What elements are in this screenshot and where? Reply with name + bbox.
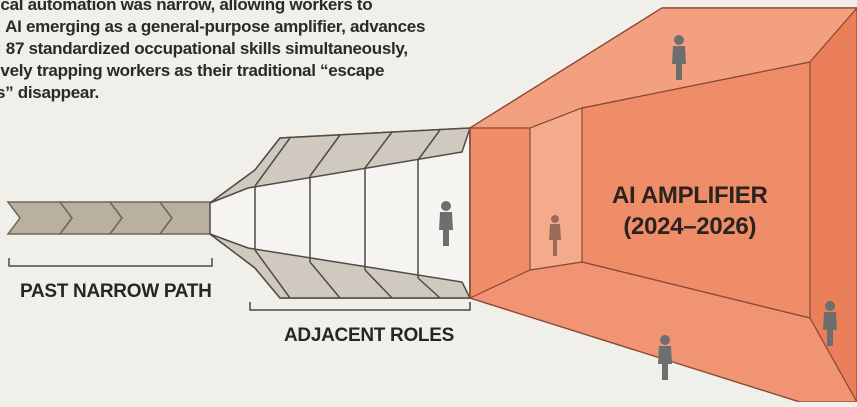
person-icon bbox=[823, 301, 837, 346]
adjacent-roles-funnel bbox=[209, 127, 472, 299]
intro-line: : AI emerging as a general-purpose ampli… bbox=[0, 17, 426, 36]
funnel-rib bbox=[364, 131, 393, 169]
intro-line: ical automation was narrow, allowing wor… bbox=[0, 0, 373, 14]
chevron-arrow-1 bbox=[6, 201, 73, 235]
intro-line: s” disappear. bbox=[0, 83, 99, 102]
intro-line: ; 87 standardized occupational skills si… bbox=[0, 39, 408, 58]
funnel-rib bbox=[309, 261, 341, 299]
person-icon bbox=[658, 335, 672, 380]
past-path-bracket bbox=[8, 258, 213, 267]
intro-line: ively trapping workers as their traditio… bbox=[0, 61, 385, 80]
past-narrow-path-label: PAST NARROW PATH bbox=[20, 281, 212, 302]
ai-amplifier-chamber bbox=[467, 7, 857, 404]
chamber-edge bbox=[581, 261, 811, 319]
funnel-rib bbox=[254, 249, 291, 299]
funnel-rib bbox=[364, 269, 393, 299]
person-icon bbox=[672, 35, 686, 80]
ai-amplifier-years: (2024–2026) bbox=[623, 213, 757, 240]
adjacent-roles-label: ADJACENT ROLES bbox=[284, 325, 454, 346]
adjacent-roles-bracket bbox=[249, 302, 471, 311]
chamber-right-wall bbox=[809, 7, 857, 404]
person-icon bbox=[549, 215, 561, 256]
intro-text: ical automation was narrow, allowing wor… bbox=[0, 0, 436, 104]
funnel-rib bbox=[254, 137, 291, 187]
funnel-rib bbox=[309, 134, 341, 177]
person-icon bbox=[439, 201, 453, 246]
funnel-rib bbox=[417, 277, 441, 299]
ai-amplifier-title: AI AMPLIFIER bbox=[612, 182, 768, 209]
chamber-edge bbox=[581, 61, 811, 109]
ai-amplifier-label: AI AMPLIFIER (2024–2026) bbox=[612, 180, 768, 242]
past-path-arrows bbox=[6, 201, 225, 235]
funnel-rib bbox=[417, 129, 441, 161]
